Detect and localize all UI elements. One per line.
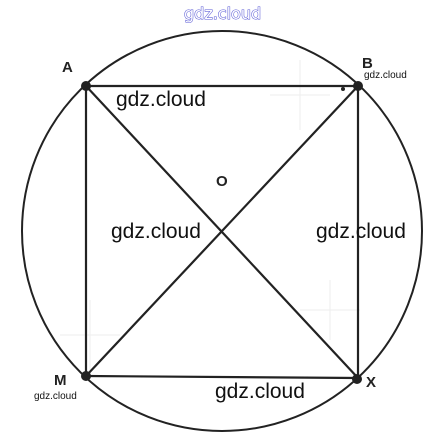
vertex-dot-b bbox=[353, 81, 363, 91]
side-x-m bbox=[85, 374, 359, 380]
watermark-top: gdz.cloud bbox=[184, 4, 261, 23]
vertex-dot-x bbox=[352, 374, 362, 384]
vertex-dot-m bbox=[81, 371, 91, 381]
watermark-center-left: gdz.cloud bbox=[111, 220, 201, 243]
vertex-dot-a bbox=[81, 81, 91, 91]
diagonal-b-m bbox=[85, 85, 359, 377]
watermark-near-b: gdz.cloud bbox=[364, 70, 407, 81]
label-a: A bbox=[62, 59, 73, 76]
circumscribed-circle bbox=[21, 30, 423, 432]
small-mark-near-b bbox=[341, 87, 345, 91]
label-x: X bbox=[366, 374, 376, 391]
label-o: O bbox=[216, 173, 228, 190]
label-m: M bbox=[54, 372, 67, 389]
watermark-ab-edge: gdz.cloud bbox=[116, 88, 206, 111]
watermark-near-m: gdz.cloud bbox=[34, 391, 77, 402]
watermark-mx-edge: gdz.cloud bbox=[215, 380, 305, 403]
label-b: B bbox=[362, 55, 373, 72]
faint-background-marks bbox=[60, 60, 360, 370]
watermark-right-edge: gdz.cloud bbox=[316, 220, 406, 243]
